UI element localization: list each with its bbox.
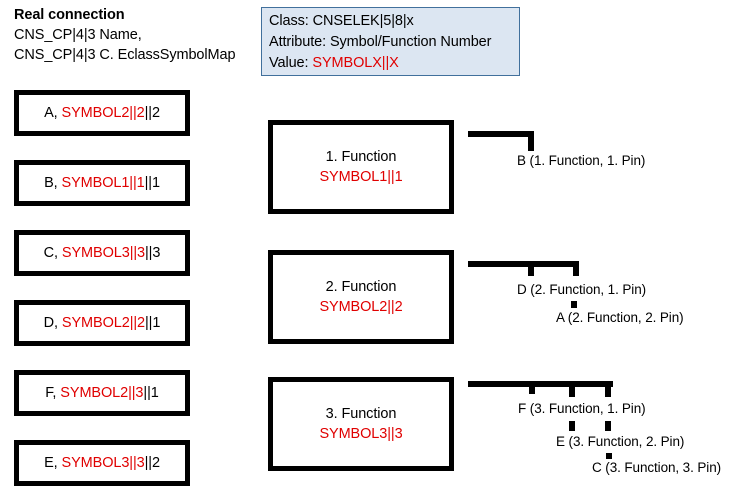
- connection-suffix: ||3: [145, 245, 161, 261]
- header-line-1: CNS_CP|4|3 Name,: [14, 27, 142, 43]
- pin-drop-1: [528, 267, 534, 276]
- pin-tick-3: [605, 421, 611, 431]
- connection-box-d[interactable]: D, SYMBOL2||2||1: [14, 300, 190, 346]
- connection-suffix: ||2: [144, 455, 160, 471]
- pin-bus-bar: [468, 381, 613, 387]
- page-title: Real connection: [14, 7, 125, 23]
- pin-label-3: C (3. Function, 3. Pin): [592, 460, 722, 475]
- pin-label-2: A (2. Function, 2. Pin): [556, 310, 684, 325]
- connection-prefix: D,: [43, 315, 62, 331]
- connection-symbol: SYMBOL3||3: [61, 455, 145, 471]
- connection-box-b[interactable]: B, SYMBOL1||1||1: [14, 160, 190, 206]
- legend-value-prefix: Value:: [269, 55, 313, 71]
- connection-box-label: D, SYMBOL2||2||1: [44, 315, 161, 331]
- connection-prefix: A,: [44, 105, 62, 121]
- connection-box-label: E, SYMBOL3||3||2: [44, 455, 160, 471]
- connection-suffix: ||1: [143, 385, 159, 401]
- function-box-title: 1. Function: [325, 149, 397, 165]
- connection-symbol: SYMBOL3||3: [61, 245, 146, 261]
- function-box-2[interactable]: 2. Function SYMBOL2||2: [268, 250, 454, 344]
- pin-drop-2: [569, 387, 575, 397]
- legend-class-row: Class: CNSELEK|5|8|x: [269, 13, 414, 29]
- connection-box-a[interactable]: A, SYMBOL2||2||2: [14, 90, 190, 136]
- function-box-symbol: SYMBOL1||1: [319, 169, 403, 185]
- pin-tree-1: B (1. Function, 1. Pin): [468, 131, 750, 171]
- connection-box-f[interactable]: F, SYMBOL2||3||1: [14, 370, 190, 416]
- pin-label-2: E (3. Function, 2. Pin): [556, 434, 685, 449]
- pin-label-1: B (1. Function, 1. Pin): [517, 153, 646, 168]
- pin-bus-bar: [468, 261, 579, 267]
- connection-symbol: SYMBOL1||1: [61, 175, 145, 191]
- header-line-2: CNS_CP|4|3 C. EclassSymbolMap: [14, 47, 236, 63]
- connection-symbol: SYMBOL2||3: [60, 385, 144, 401]
- function-box-symbol: SYMBOL2||2: [319, 299, 403, 315]
- pin-drop-3: [605, 387, 611, 397]
- pin-bus-bar: [468, 131, 534, 137]
- connection-box-label: A, SYMBOL2||2||2: [44, 105, 160, 121]
- pin-drop-1: [528, 137, 534, 151]
- pin-drop-2: [573, 267, 579, 276]
- function-box-1[interactable]: 1. Function SYMBOL1||1: [268, 120, 454, 214]
- legend-box: Class: CNSELEK|5|8|x Attribute: Symbol/F…: [261, 7, 520, 76]
- pin-label-1: F (3. Function, 1. Pin): [518, 401, 646, 416]
- connection-box-label: F, SYMBOL2||3||1: [45, 385, 159, 401]
- connection-box-c[interactable]: C, SYMBOL3||3||3: [14, 230, 190, 276]
- connection-prefix: C,: [43, 245, 62, 261]
- function-box-title: 3. Function: [325, 406, 397, 422]
- pin-drop-1: [529, 387, 535, 394]
- pin-label-1: D (2. Function, 1. Pin): [517, 282, 647, 297]
- connection-suffix: ||1: [144, 175, 160, 191]
- connection-prefix: B,: [44, 175, 62, 191]
- connection-box-label: B, SYMBOL1||1||1: [44, 175, 160, 191]
- pin-tree-2: D (2. Function, 1. Pin) A (2. Function, …: [468, 261, 750, 331]
- pin-tick-4: [606, 453, 612, 459]
- function-box-title: 2. Function: [325, 279, 397, 295]
- function-box-3[interactable]: 3. Function SYMBOL3||3: [268, 377, 454, 471]
- connection-prefix: F,: [45, 385, 61, 401]
- pin-tick-2: [569, 421, 575, 431]
- connection-box-label: C, SYMBOL3||3||3: [44, 245, 161, 261]
- pin-tick-2: [571, 301, 577, 308]
- connection-symbol: SYMBOL2||2: [61, 105, 145, 121]
- pin-tree-3: F (3. Function, 1. Pin) E (3. Function, …: [468, 381, 750, 486]
- legend-value-text: SYMBOLX||X: [312, 55, 399, 71]
- connection-prefix: E,: [44, 455, 62, 471]
- legend-attribute-row: Attribute: Symbol/Function Number: [269, 34, 492, 50]
- legend-value-row: Value: SYMBOLX||X: [269, 53, 512, 74]
- connection-box-e[interactable]: E, SYMBOL3||3||2: [14, 440, 190, 486]
- connection-suffix: ||1: [145, 315, 161, 331]
- function-box-symbol: SYMBOL3||3: [319, 426, 403, 442]
- connection-suffix: ||2: [144, 105, 160, 121]
- connection-symbol: SYMBOL2||2: [61, 315, 146, 331]
- header-block: Real connection CNS_CP|4|3 Name, CNS_CP|…: [14, 6, 254, 65]
